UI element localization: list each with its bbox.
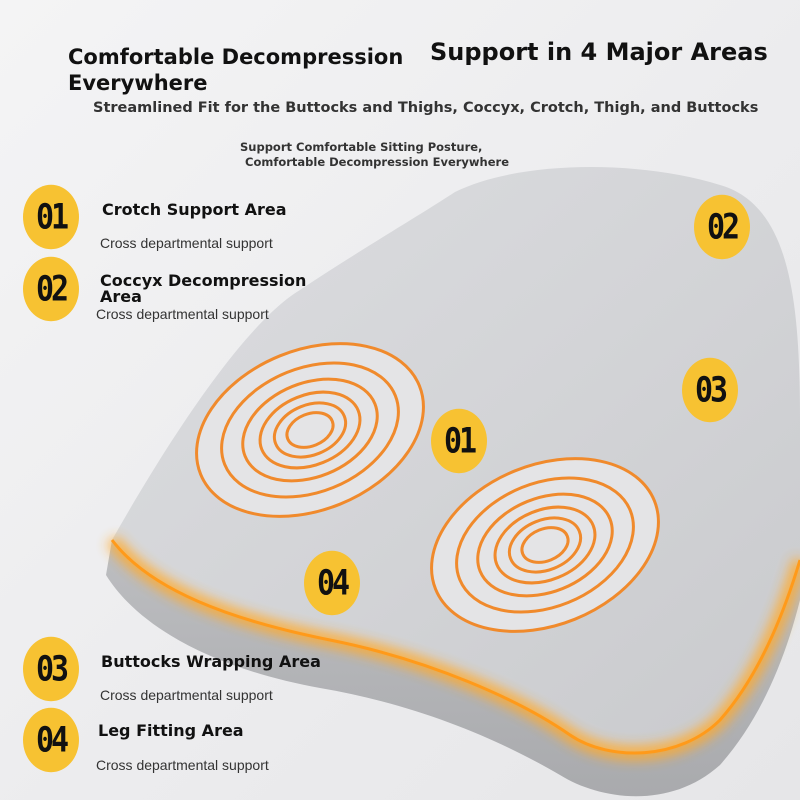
right-ring-zone (430, 457, 660, 633)
feature-title-03: Buttocks Wrapping Area (101, 652, 321, 671)
title-right: Support in 4 Major Areas (430, 38, 768, 66)
feature-subtitle-01: Cross departmental support (100, 235, 273, 251)
feature-badge-01: 01 (23, 184, 79, 250)
title-left: Comfortable Decompression Everywhere (68, 45, 404, 95)
tagline: Support Comfortable Sitting Posture, Com… (240, 140, 560, 170)
left-ring-zone (195, 342, 425, 518)
feature-subtitle-03: Cross departmental support (100, 687, 273, 703)
feature-badge-04: 04 (23, 707, 79, 773)
cushion-side (106, 540, 800, 797)
tagline-line-2: Comfortable Decompression Everywhere (245, 155, 510, 169)
feature-title-01: Crotch Support Area (102, 200, 287, 219)
cushion-marker-01: 01 (431, 408, 487, 474)
feature-subtitle-02: Cross departmental support (96, 306, 269, 322)
subtitle: Streamlined Fit for the Buttocks and Thi… (93, 100, 759, 116)
feature-title-04: Leg Fitting Area (98, 721, 244, 740)
feature-badge-02: 02 (23, 256, 79, 322)
tagline-line-1: Support Comfortable Sitting Posture, (240, 140, 483, 154)
cushion-marker-02: 02 (694, 194, 750, 260)
feature-title-02: Coccyx Decompression Area (100, 271, 307, 306)
feature-subtitle-04: Cross departmental support (96, 757, 269, 773)
feature-badge-03: 03 (23, 636, 79, 702)
cushion-marker-03: 03 (682, 357, 738, 423)
cushion-marker-04: 04 (304, 550, 360, 616)
